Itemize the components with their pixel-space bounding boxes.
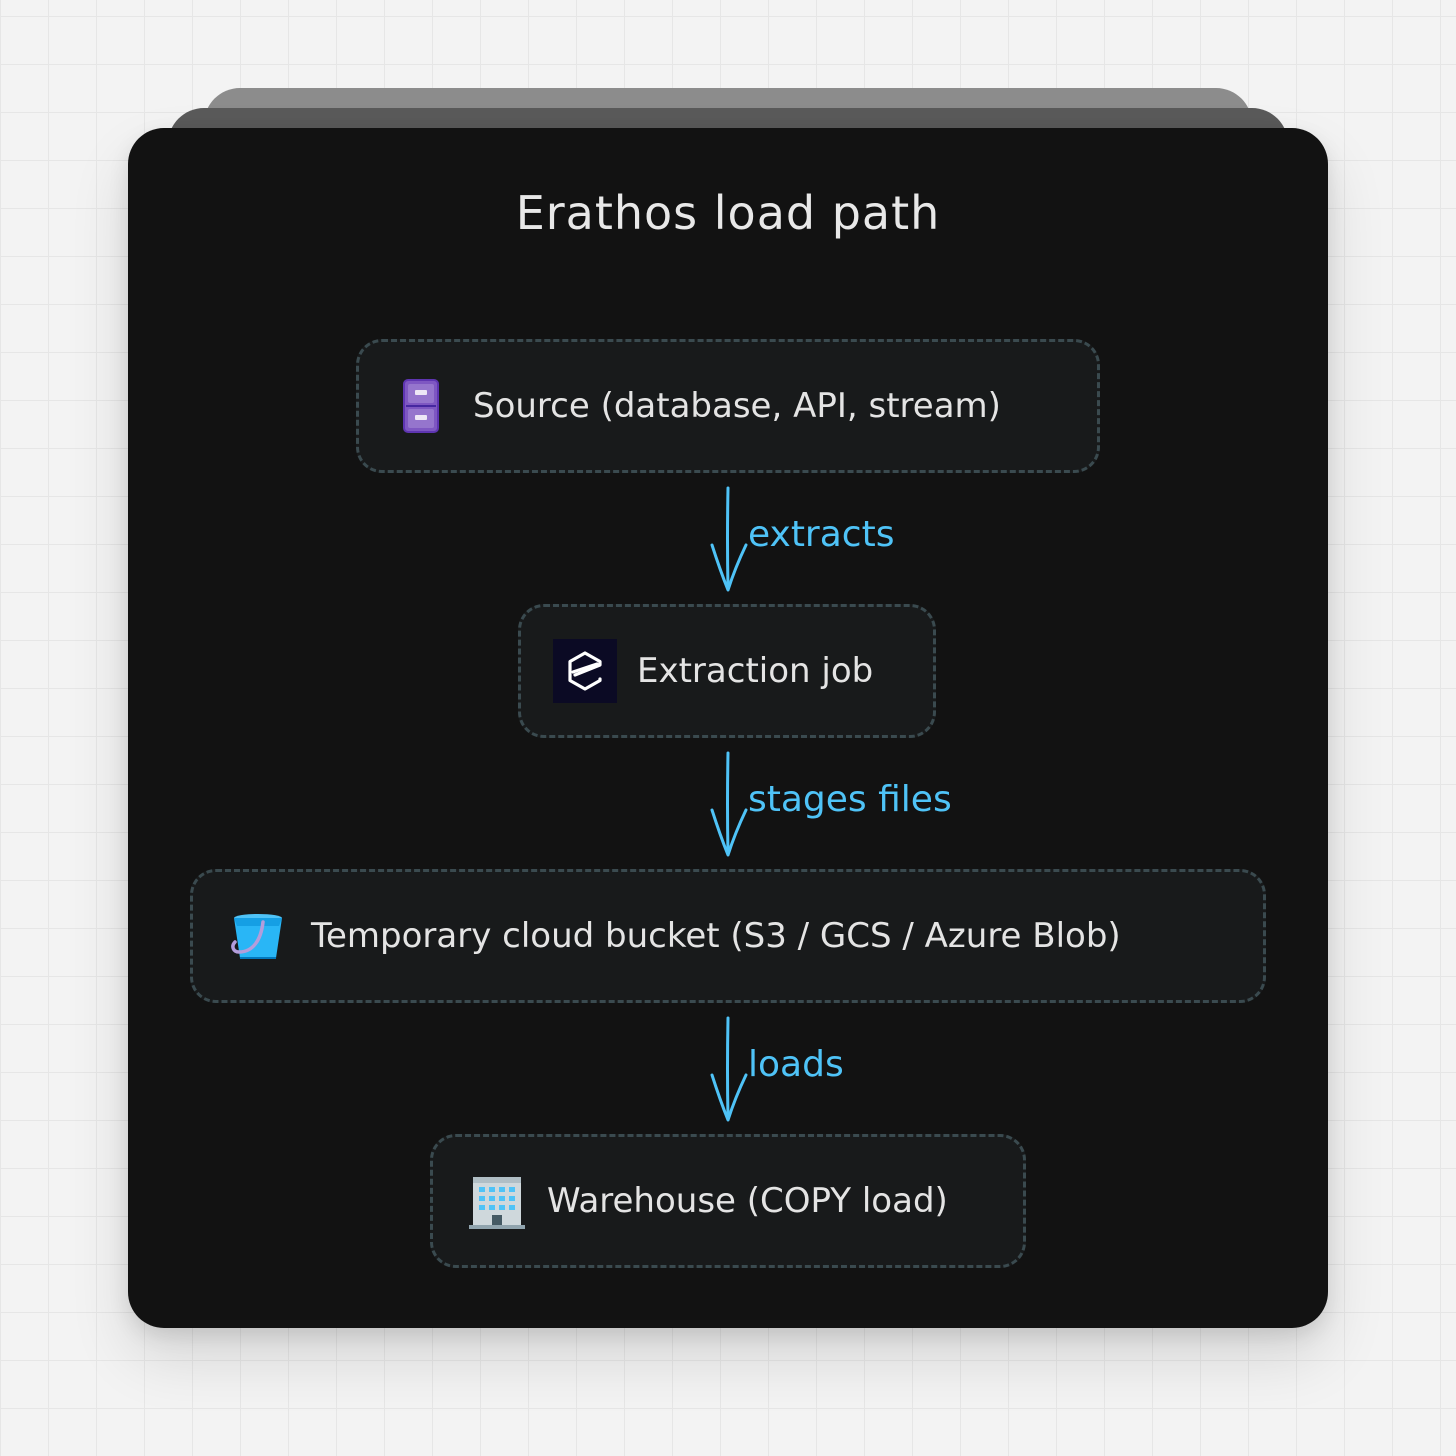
node-warehouse-label: Warehouse (COPY load)	[547, 1181, 948, 1221]
edge-label-extracts: extracts	[748, 514, 895, 555]
edge-label-stages-files: stages files	[748, 779, 952, 820]
erathos-logo-icon	[553, 639, 617, 703]
node-cloud-bucket[interactable]: Temporary cloud bucket (S3 / GCS / Azure…	[190, 869, 1266, 1003]
node-source-label: Source (database, API, stream)	[473, 386, 1001, 426]
diagram-title: Erathos load path	[515, 186, 941, 240]
office-building-icon	[469, 1177, 525, 1229]
node-extraction-job-label: Extraction job	[637, 651, 874, 691]
node-extraction-job[interactable]: Extraction job	[518, 604, 936, 738]
edge-label-loads: loads	[748, 1044, 844, 1085]
bucket-icon	[231, 914, 282, 959]
node-warehouse[interactable]: Warehouse (COPY load)	[430, 1134, 1026, 1268]
node-source[interactable]: Source (database, API, stream)	[356, 339, 1100, 473]
file-cabinet-icon	[403, 379, 439, 433]
node-cloud-bucket-label: Temporary cloud bucket (S3 / GCS / Azure…	[311, 916, 1121, 956]
